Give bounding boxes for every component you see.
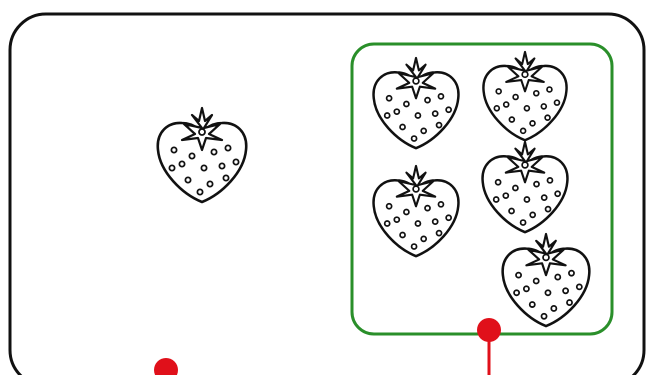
strawberry-grouping-diagram [0, 0, 654, 375]
